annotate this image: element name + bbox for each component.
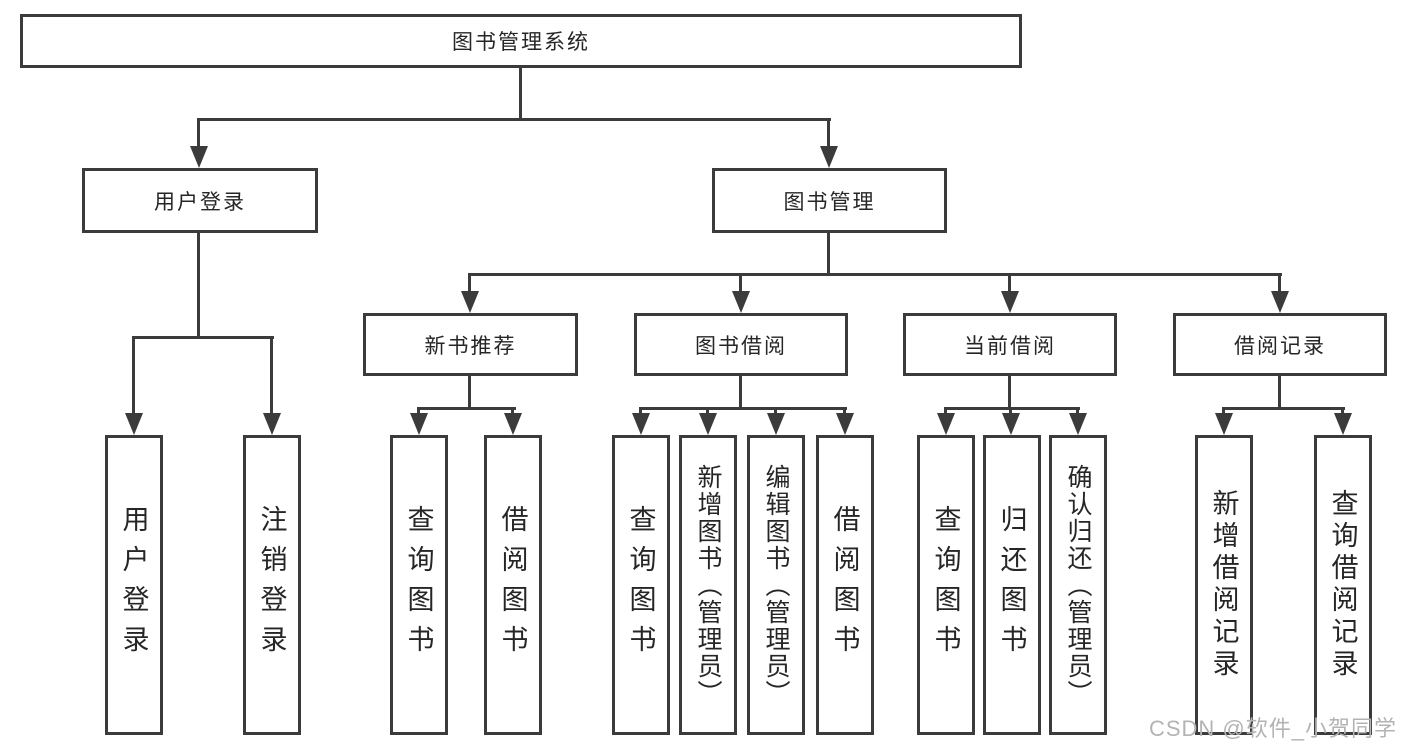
arrowhead-to-nr-borrow: [504, 413, 522, 435]
connector-current-borrow-crossbar: [944, 407, 1080, 410]
arrowhead-to-br-add: [1215, 413, 1233, 435]
connector-to-user-login: [197, 118, 200, 148]
arrowhead-to-cb-confirm: [1069, 413, 1087, 435]
leaf-bb-query-books-label: 查询图书: [625, 505, 656, 665]
arrowhead-to-bb-borrow: [836, 413, 854, 435]
leaf-cb-return-books-label: 归还图书: [996, 505, 1027, 665]
connector-to-book-management: [827, 118, 830, 148]
leaf-cb-confirm-return-admin: 确认归还（管理员）: [1049, 435, 1107, 735]
leaf-bb-borrow-books: 借阅图书: [816, 435, 874, 735]
node-borrow-records-label: 借阅记录: [1234, 334, 1326, 358]
arrowhead-to-br-query: [1334, 413, 1352, 435]
csdn-watermark: CSDN @软件_小贺同学: [1148, 716, 1397, 741]
connector-root-crossbar: [197, 118, 831, 121]
connector-book-management-crossbar: [468, 273, 1282, 276]
leaf-nr-query-books: 查询图书: [390, 435, 448, 735]
arrowhead-to-new-book-recommend: [461, 291, 479, 313]
connector-to-leaf-login: [132, 336, 135, 415]
node-current-borrow: 当前借阅: [903, 313, 1117, 376]
node-new-book-recommend: 新书推荐: [363, 313, 578, 376]
node-library-system-label: 图书管理系统: [452, 31, 590, 54]
connector-to-bb-add: [706, 407, 709, 415]
connector-to-nr-borrow: [511, 407, 514, 415]
leaf-logout: 注销登录: [243, 435, 301, 735]
arrowhead-to-cb-query: [937, 413, 955, 435]
arrowhead-to-borrow-records: [1271, 291, 1289, 313]
arrowhead-to-book-borrow: [732, 291, 750, 313]
leaf-cb-query-books: 查询图书: [917, 435, 975, 735]
arrowhead-to-bb-add: [699, 413, 717, 435]
arrowhead-to-current-borrow: [1001, 291, 1019, 313]
connector-new-book-recommend-stem: [468, 376, 471, 407]
leaf-user-login-label: 用户登录: [118, 505, 149, 665]
connector-book-borrow-stem: [739, 376, 742, 407]
leaf-nr-borrow-books: 借阅图书: [484, 435, 542, 735]
arrowhead-to-book-management: [820, 146, 838, 168]
connector-new-book-recommend-crossbar: [417, 407, 516, 410]
arrowhead-to-bb-query: [632, 413, 650, 435]
leaf-br-query-record: 查询借阅记录: [1314, 435, 1372, 735]
leaf-bb-edit-books-admin: 编辑图书（管理员）: [747, 435, 805, 735]
node-user-login: 用户登录: [82, 168, 318, 233]
leaf-nr-borrow-books-label: 借阅图书: [497, 505, 528, 665]
node-book-management-label: 图书管理: [783, 190, 876, 214]
connector-book-management-stem: [827, 233, 830, 273]
connector-root-stem: [519, 68, 522, 118]
connector-to-bb-edit: [774, 407, 777, 415]
connector-borrow-records-crossbar: [1222, 407, 1345, 410]
connector-to-book-borrow: [739, 273, 742, 293]
leaf-cb-confirm-return-admin-label: 确认归还（管理员）: [1064, 463, 1092, 707]
connector-to-nr-query: [417, 407, 420, 415]
node-book-borrow: 图书借阅: [634, 313, 848, 376]
arrowhead-to-nr-query: [410, 413, 428, 435]
connector-to-cb-confirm: [1076, 407, 1079, 415]
arrowhead-to-leaf-login: [125, 413, 143, 435]
connector-to-leaf-logout: [270, 336, 273, 415]
connector-current-borrow-stem: [1008, 376, 1011, 407]
arrowhead-to-bb-edit: [767, 413, 785, 435]
connector-to-br-query: [1341, 407, 1344, 415]
connector-to-new-book-recommend: [468, 273, 471, 293]
connector-to-cb-return: [1009, 407, 1012, 415]
arrowhead-to-leaf-logout: [263, 413, 281, 435]
leaf-bb-query-books: 查询图书: [612, 435, 670, 735]
connector-user-login-stem: [197, 233, 200, 336]
connector-user-login-crossbar: [132, 336, 274, 339]
connector-to-br-add: [1222, 407, 1225, 415]
connector-to-borrow-records: [1278, 273, 1281, 293]
leaf-user-login: 用户登录: [105, 435, 163, 735]
node-new-book-recommend-label: 新书推荐: [424, 334, 517, 358]
node-book-management: 图书管理: [712, 168, 947, 233]
node-book-borrow-label: 图书借阅: [695, 334, 787, 358]
connector-to-current-borrow: [1008, 273, 1011, 293]
node-user-login-label: 用户登录: [154, 190, 246, 214]
leaf-logout-label: 注销登录: [256, 505, 287, 665]
leaf-bb-add-books-admin: 新增图书（管理员）: [679, 435, 737, 735]
leaf-br-query-record-label: 查询借阅记录: [1327, 489, 1358, 681]
node-borrow-records: 借阅记录: [1173, 313, 1387, 376]
leaf-br-add-record-label: 新增借阅记录: [1208, 489, 1239, 681]
connector-borrow-records-stem: [1278, 376, 1281, 407]
connector-to-bb-query: [639, 407, 642, 415]
connector-book-borrow-crossbar: [639, 407, 847, 410]
node-current-borrow-label: 当前借阅: [964, 334, 1056, 358]
leaf-cb-query-books-label: 查询图书: [930, 505, 961, 665]
leaf-nr-query-books-label: 查询图书: [403, 505, 434, 665]
leaf-bb-edit-books-admin-label: 编辑图书（管理员）: [762, 463, 790, 707]
arrowhead-to-user-login: [190, 146, 208, 168]
leaf-cb-return-books: 归还图书: [983, 435, 1041, 735]
node-library-system: 图书管理系统: [20, 14, 1022, 68]
arrowhead-to-cb-return: [1002, 413, 1020, 435]
connector-to-cb-query: [944, 407, 947, 415]
leaf-bb-add-books-admin-label: 新增图书（管理员）: [694, 463, 722, 707]
connector-to-bb-borrow: [843, 407, 846, 415]
leaf-br-add-record: 新增借阅记录: [1195, 435, 1253, 735]
leaf-bb-borrow-books-label: 借阅图书: [829, 505, 860, 665]
